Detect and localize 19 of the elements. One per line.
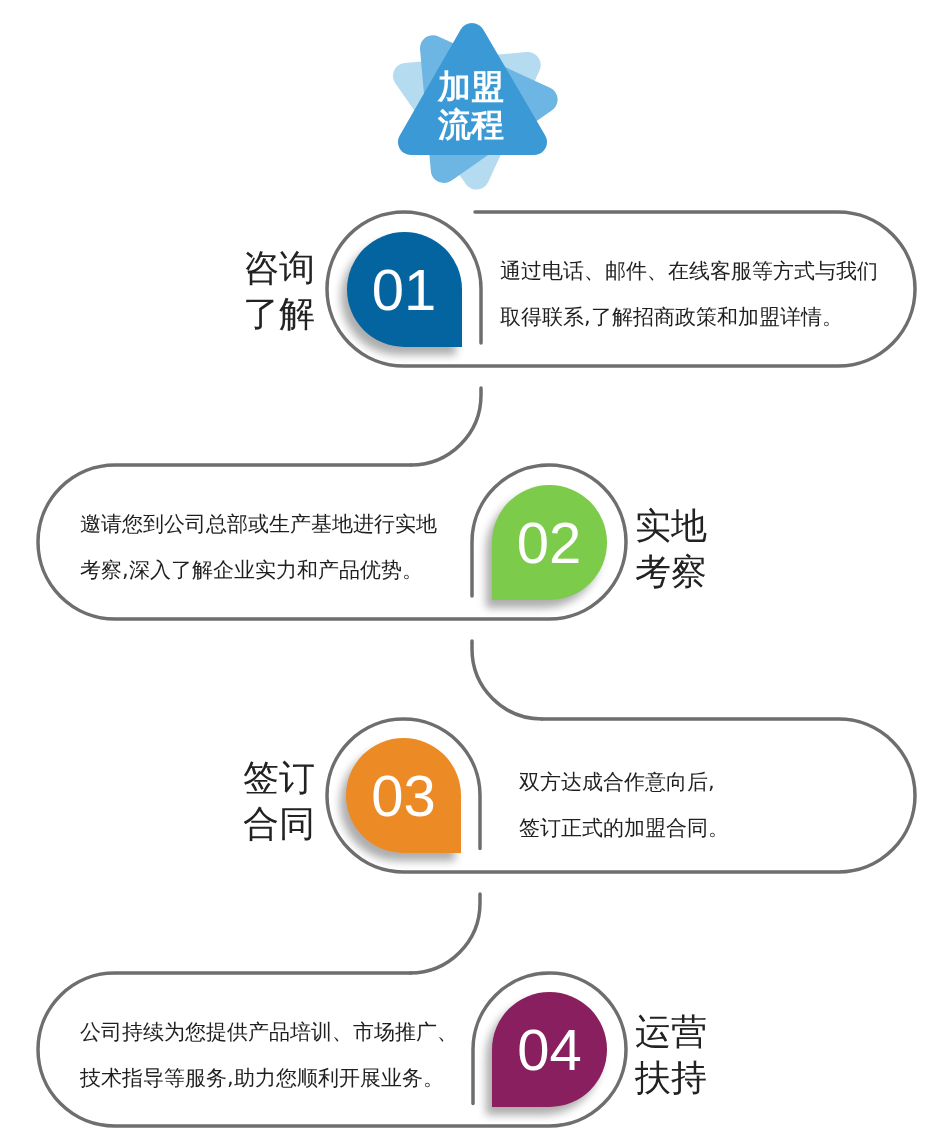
number-badge: 03 <box>346 738 461 853</box>
step-title: 实地考察 <box>635 504 708 594</box>
shape-label: 加盟流程 <box>438 68 505 144</box>
number-badge: 02 <box>491 484 607 600</box>
step-description: 通过电话、邮件、在线客服等方式与我们取得联系,了解招商政策和加盟详情。 <box>500 258 879 331</box>
number-badge: 04 <box>492 992 607 1107</box>
step-card <box>243 717 917 874</box>
step-card <box>243 210 917 368</box>
step-title: 签订合同 <box>243 756 316 846</box>
step-card <box>36 463 709 621</box>
step-description: 公司持续为您提供产品培训、市场推广、技术指导等服务,助力您顺利开展业务。 <box>80 1019 459 1092</box>
step-title: 运营扶持 <box>635 1010 708 1100</box>
step-title: 咨询了解 <box>243 246 316 336</box>
step-description: 双方达成合作意向后,签订正式的加盟合同。 <box>519 769 730 842</box>
step-card <box>36 971 709 1128</box>
connector-line <box>470 639 544 721</box>
connector-line <box>409 386 483 467</box>
step-description: 邀请您到公司总部或生产基地进行实地考察,深入了解企业实力和产品优势。 <box>80 511 438 584</box>
number-badge: 01 <box>346 231 462 347</box>
